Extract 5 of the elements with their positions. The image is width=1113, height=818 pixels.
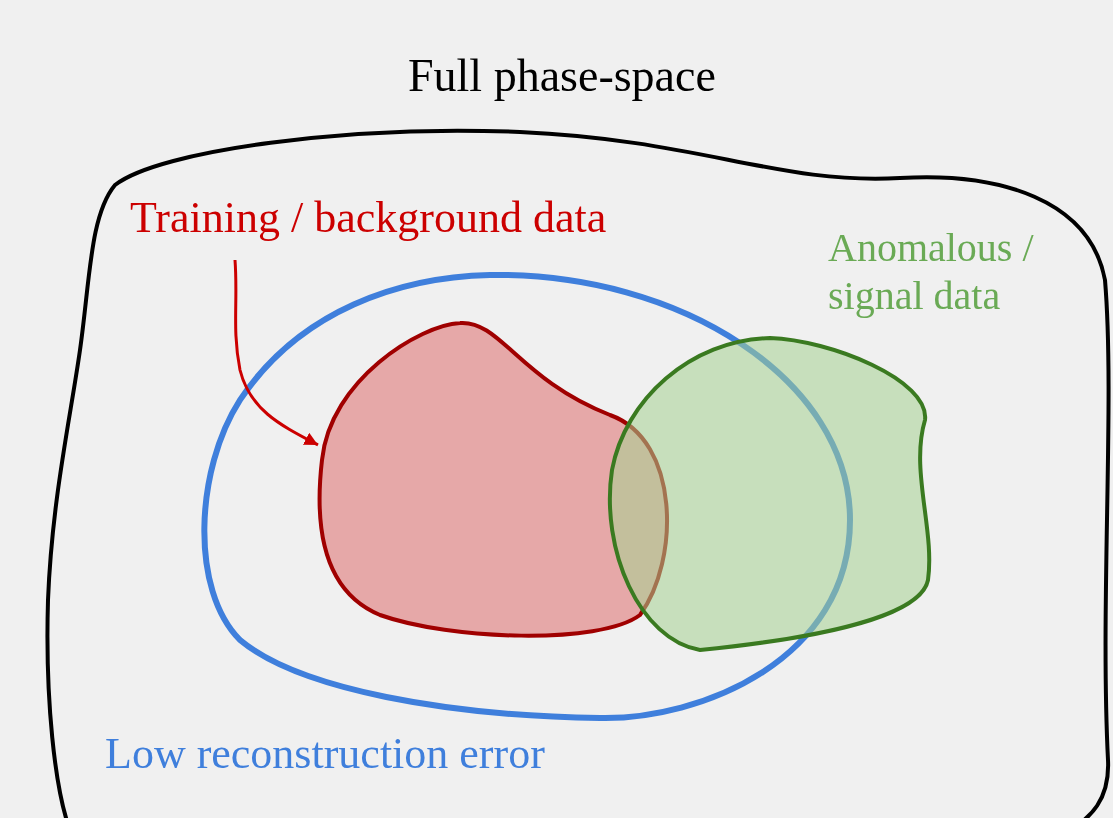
region-label: Anomalous / signal data [828,224,1035,320]
region-title: Full phase-space [408,49,716,103]
arrow [233,259,319,447]
annotation-text: Training / background data [130,192,607,244]
region-label: Low reconstruction error [105,728,545,780]
